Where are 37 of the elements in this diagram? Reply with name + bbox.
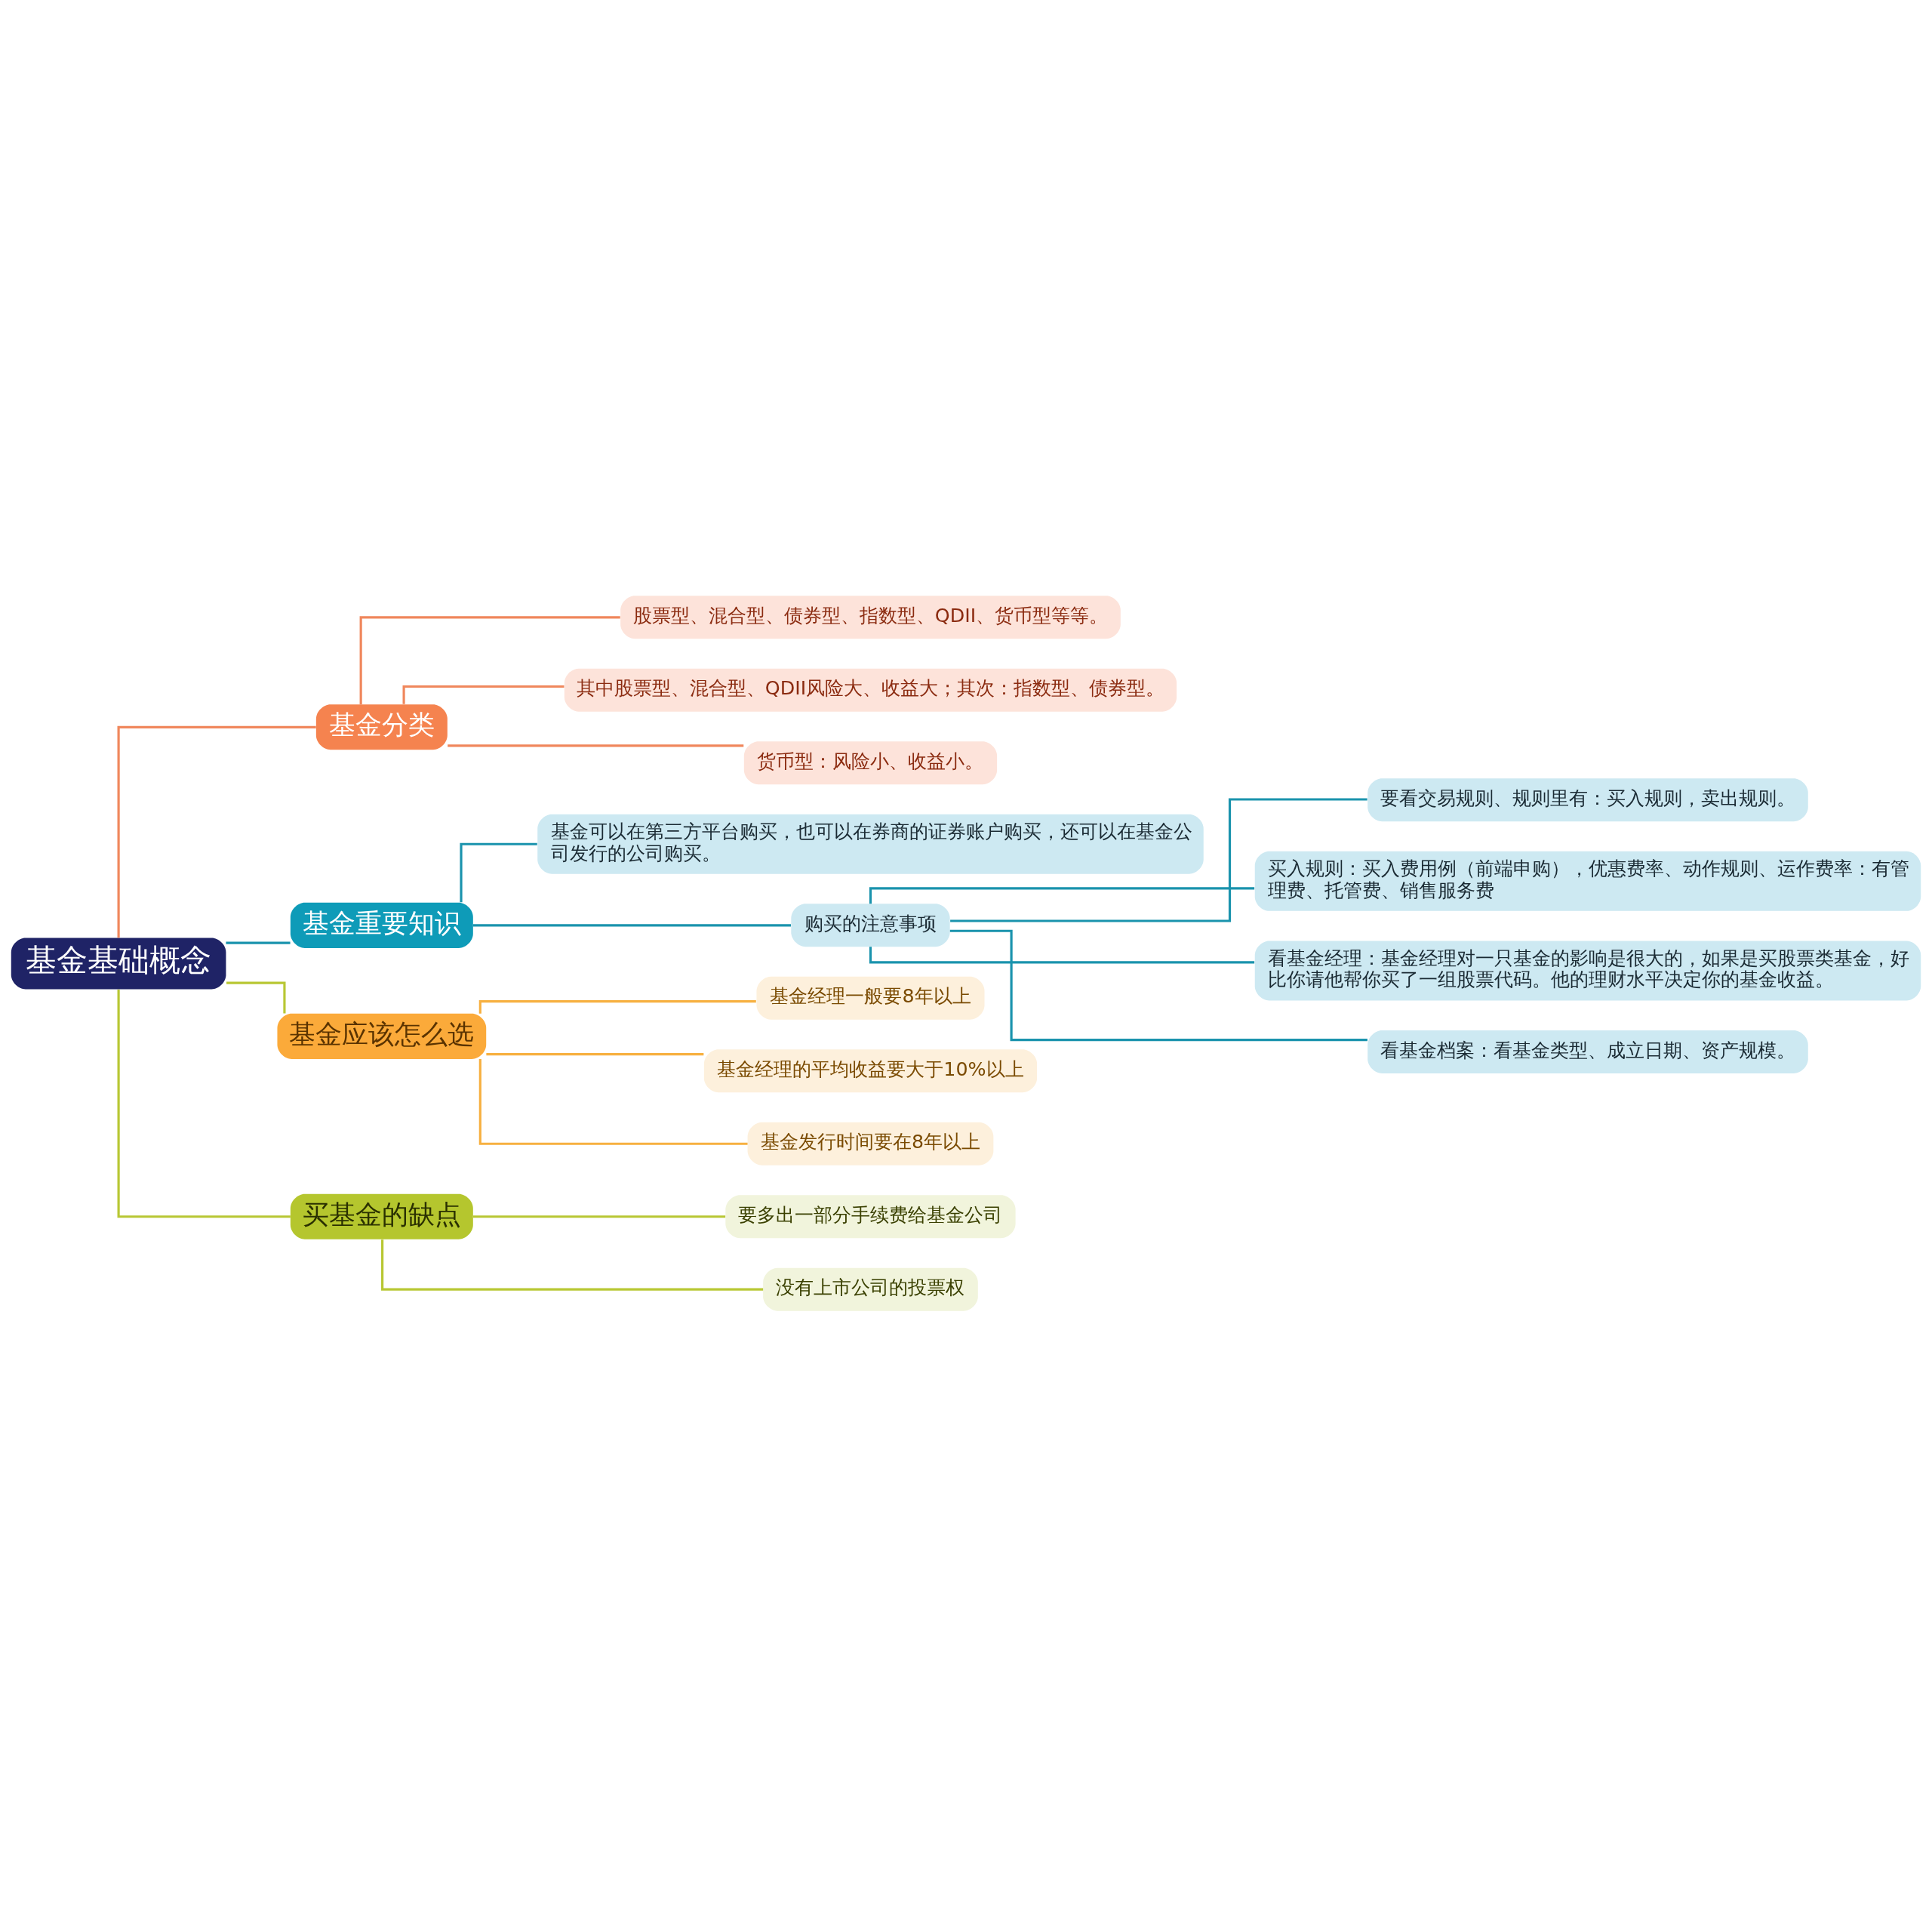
node-box: 基金重要知识 [290, 902, 473, 948]
connector [472, 1215, 726, 1218]
node-box: 其中股票型、混合型、QDII风险大、收益大；其次：指数型、债券型。 [564, 668, 1177, 712]
node-box: 要多出一部分手续费给基金公司 [725, 1194, 1016, 1238]
node-box: 股票型、混合型、债券型、指数型、QDII、货币型等等。 [620, 595, 1121, 639]
node-box: 基金发行时间要在8年以上 [747, 1122, 994, 1165]
node-box: 基金经理一般要8年以上 [756, 976, 985, 1020]
connector [448, 744, 744, 747]
connector [478, 999, 756, 1014]
connector [486, 1052, 704, 1055]
node-box: 看基金经理：基金经理对一只基金的影响是很大的，如果是买股票类基金，好比你请他帮你买了一组股票代码。他的理财水平决定你的基金收益。 [1254, 940, 1921, 1000]
connector [226, 981, 286, 1013]
connector [478, 1058, 748, 1145]
node-box: 买基金的缺点 [290, 1193, 473, 1239]
node-box: 基金经理的平均收益要大于10%以上 [703, 1048, 1038, 1092]
node-box: 没有上市公司的投票权 [763, 1267, 978, 1311]
node-box: 基金分类 [315, 704, 448, 750]
connector [117, 989, 291, 1218]
node-box: 基金应该怎么选 [277, 1013, 487, 1059]
connector [117, 725, 316, 938]
node-box: 基金可以在第三方平台购买，也可以在券商的证券账户购买，还可以在基金公司发行的公司购买。 [537, 814, 1204, 874]
connector [949, 929, 1367, 1041]
node-box: 货币型：风险小、收益小。 [743, 741, 998, 784]
node-box: 买入规则：买入费用例（前端申购），优惠费率、动作规则、运作费率：有管理费、托管费、销售服务费 [1254, 851, 1921, 911]
node-box: 购买的注意事项 [791, 903, 950, 947]
connector [402, 685, 565, 704]
connector [359, 615, 620, 704]
connector [460, 842, 537, 902]
connector [472, 923, 791, 926]
node-box: 看基金档案：看基金类型、成立日期、资产规模。 [1367, 1030, 1808, 1073]
node-box: 基金基础概念 [11, 937, 226, 989]
node-box: 要看交易规则、规则里有：买入规则，卖出规则。 [1367, 777, 1808, 821]
connector [950, 797, 1367, 922]
connector [226, 941, 291, 944]
connector [869, 946, 1255, 963]
connector [381, 1239, 764, 1291]
connector [869, 886, 1255, 904]
